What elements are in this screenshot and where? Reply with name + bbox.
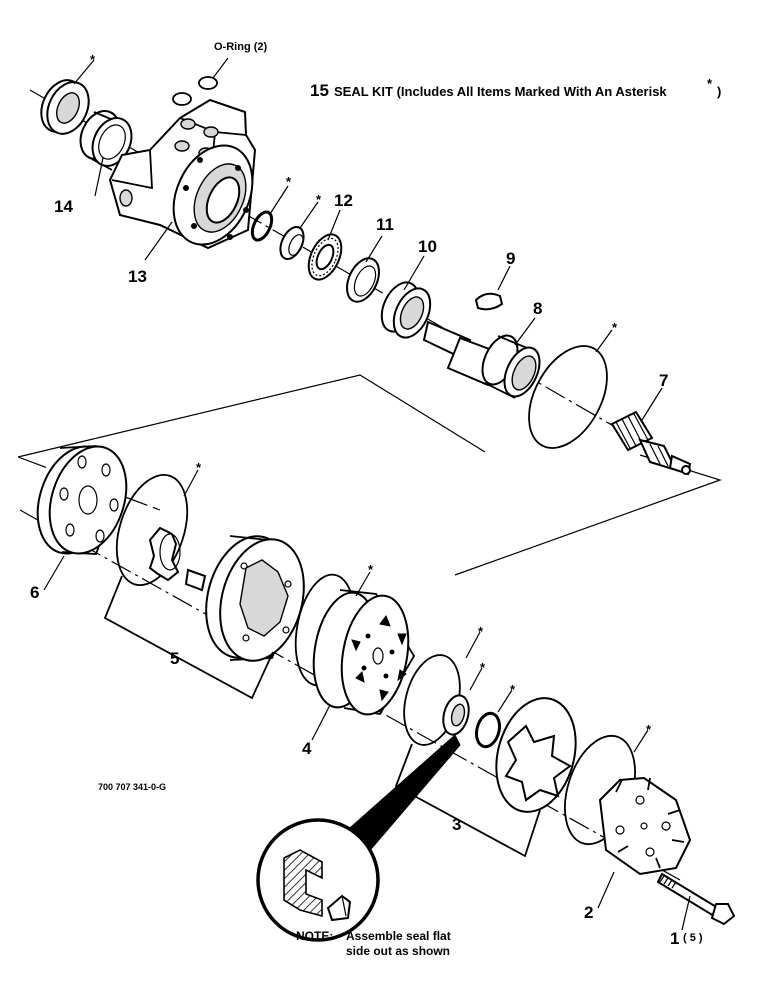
- callout-1: 1: [670, 929, 679, 948]
- callout-4: 4: [302, 739, 312, 758]
- note-line-1: Assemble seal flat: [346, 929, 451, 943]
- part-4-valve-plate: [312, 589, 416, 716]
- note-line-2: side out as shown: [346, 944, 450, 958]
- part-14-seal: [40, 79, 90, 135]
- asterisk-14-seal: *: [90, 52, 96, 67]
- part-13-housing: [108, 98, 257, 250]
- asterisk-large-o-ring: *: [612, 320, 618, 335]
- drawing-number: 700 707 341-0-G: [98, 782, 166, 792]
- part-11-washer: [346, 257, 380, 303]
- asterisk-seal-ring-6-5: *: [196, 460, 202, 475]
- callout-5: 5: [170, 649, 179, 668]
- asterisk-seal-ring-4: *: [368, 562, 374, 577]
- asterisk-o-ring: *: [286, 174, 292, 189]
- asterisk-small-ring: *: [510, 682, 516, 697]
- seal-ring-small: [279, 226, 305, 260]
- callout-10: 10: [418, 237, 437, 256]
- kit-number: 15: [310, 81, 329, 100]
- callout-6: 6: [30, 583, 39, 602]
- callout-14: 14: [54, 197, 73, 216]
- callout-2: 2: [584, 903, 593, 922]
- leader-lines: [43, 57, 691, 931]
- large-o-ring: [528, 345, 608, 449]
- o-ring-upper: [198, 76, 218, 90]
- callout-8: 8: [533, 299, 542, 318]
- part-6-end-plate: [36, 445, 128, 555]
- part-8-shaft: [422, 320, 541, 399]
- kit-description: SEAL KIT (Includes All Items Marked With…: [334, 84, 667, 99]
- callout-11: 11: [376, 215, 394, 234]
- bracket-5: [103, 575, 274, 700]
- callout-9: 9: [506, 249, 515, 268]
- seal-ring-6-5: [115, 473, 189, 587]
- callout-7: 7: [659, 371, 668, 390]
- callout-3: 3: [452, 815, 461, 834]
- callout-13: 13: [128, 267, 147, 286]
- part-3-rotor-plate: [495, 697, 577, 813]
- part-9-key: [474, 292, 504, 311]
- part-12-thrust-bearing: [307, 233, 343, 281]
- asterisk-bearing: *: [480, 660, 486, 675]
- kit-asterisk: *: [707, 76, 713, 91]
- part-7-drive-shaft: [610, 410, 692, 476]
- asterisk-seal-ring-3: *: [478, 624, 484, 639]
- asterisk-seal-ring-2: *: [646, 722, 652, 737]
- asterisk-seal-ring: *: [316, 192, 322, 207]
- note-prefix: NOTE:: [296, 929, 333, 943]
- small-ring-3: [474, 711, 502, 749]
- o-ring-label: O-Ring (2): [214, 41, 267, 53]
- bearing-seal: [442, 694, 470, 736]
- bracket-3: [394, 743, 541, 858]
- seal-o-ring-black: [250, 210, 274, 242]
- callout-1-quantity: ( 5 ): [683, 932, 703, 944]
- part-5-geroler-ring: [205, 535, 305, 662]
- part-5-star-rotor: [148, 526, 207, 592]
- kit-close-paren: ): [717, 84, 721, 99]
- part-1-bolt: [656, 872, 736, 926]
- note-detail-circle: [256, 818, 380, 942]
- part-10-bushing: [380, 281, 432, 339]
- part-14-bushing: [79, 110, 133, 171]
- o-ring-lower: [172, 92, 192, 106]
- callout-12: 12: [334, 191, 353, 210]
- part-2-end-cap: [598, 776, 692, 876]
